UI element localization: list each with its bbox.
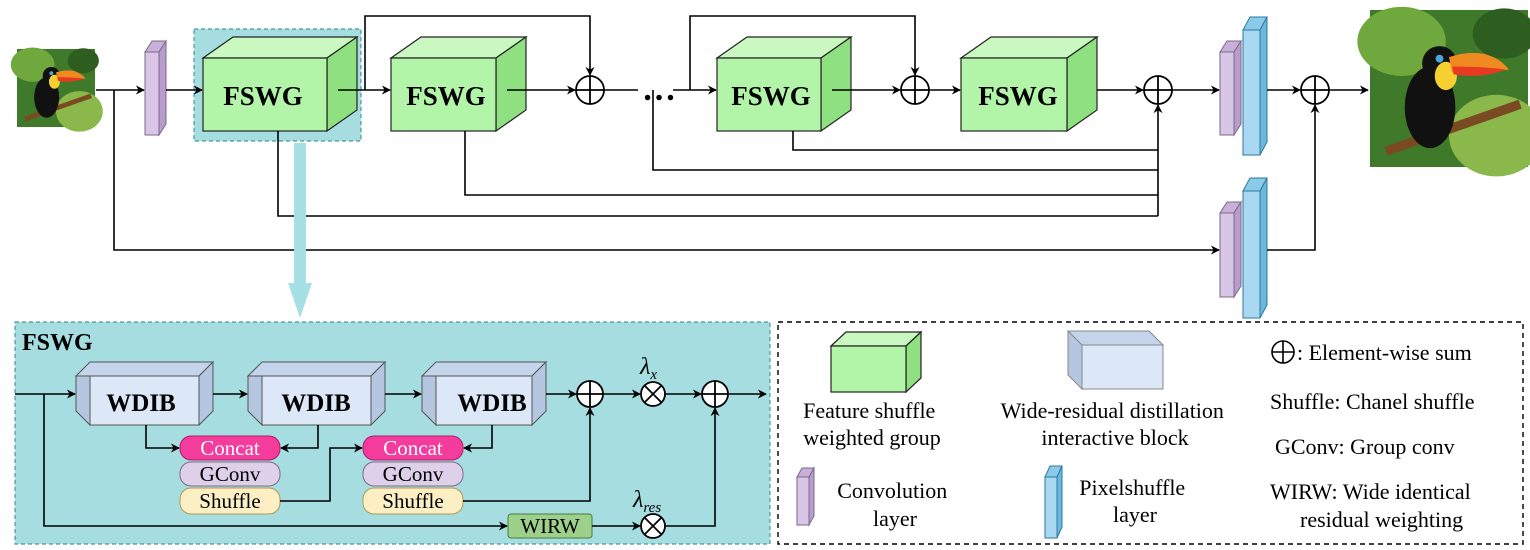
detail-sum-node-1 bbox=[576, 380, 604, 408]
fswg-block-2-label: FSWG bbox=[406, 81, 486, 111]
zoom-arrow bbox=[288, 143, 312, 318]
fswg-block-4: FSWG bbox=[959, 35, 1099, 133]
ellipsis: … bbox=[642, 71, 676, 108]
detail-connections bbox=[15, 389, 767, 531]
fswg-block-1-label: FSWG bbox=[223, 81, 303, 111]
legend-pixelshuffle-text: Pixelshuffle layer bbox=[1079, 475, 1190, 527]
wdib-block-1: WDIB bbox=[74, 360, 215, 427]
legend-fswg-swatch bbox=[829, 330, 923, 394]
legend-wirw-text: WIRW: Wide identical residual weighting bbox=[1270, 479, 1476, 532]
concat-1-label: Concat bbox=[200, 436, 260, 460]
concat-2-label: Concat bbox=[383, 436, 443, 460]
wdib-block-2: WDIB bbox=[246, 360, 387, 427]
toucan-output-icon bbox=[1357, 7, 1530, 177]
pixelshuffle-layer-lower bbox=[1242, 177, 1268, 319]
lambda-x-label: λx bbox=[639, 354, 657, 383]
wdib-block-3-label: WDIB bbox=[457, 390, 526, 417]
wdib-block-1-label: WDIB bbox=[106, 390, 175, 417]
concat-stack-2: Concat GConv Shuffle bbox=[362, 435, 464, 515]
sum-node-output bbox=[1300, 75, 1330, 105]
legend-sum-text: : Element-wise sum bbox=[1297, 340, 1472, 365]
fswg-block-3: FSWG bbox=[715, 35, 853, 133]
conv-layer-1 bbox=[144, 39, 167, 137]
sum-node-2 bbox=[900, 75, 930, 105]
conv-layer-upper bbox=[1219, 39, 1242, 137]
gconv-2-label: GConv bbox=[383, 462, 444, 486]
legend-conv-swatch bbox=[796, 466, 815, 527]
toucan-input-icon bbox=[11, 47, 103, 131]
legend-fswg-text: Feature shuffle weighted group bbox=[803, 398, 941, 450]
legend-wdib-swatch bbox=[1066, 330, 1165, 391]
concat-stack-1: Concat GConv Shuffle bbox=[179, 435, 281, 515]
pixelshuffle-layer-upper bbox=[1242, 16, 1268, 156]
detail-multiply-node-res bbox=[640, 513, 666, 539]
wdib-block-2-label: WDIB bbox=[281, 390, 350, 417]
detail-multiply-node-x bbox=[640, 381, 666, 407]
fswg-block-2: FSWG bbox=[389, 35, 528, 133]
main-connections bbox=[96, 15, 1369, 255]
detail-panel-title: FSWG bbox=[22, 330, 93, 356]
shuffle-2-label: Shuffle bbox=[382, 489, 443, 513]
fswg-block-4-label: FSWG bbox=[978, 81, 1058, 111]
gconv-1-label: GConv bbox=[200, 462, 261, 486]
lambda-res-label: λres bbox=[632, 487, 661, 516]
legend-gconv-text: GConv: Group conv bbox=[1275, 434, 1455, 459]
detail-sum-node-2 bbox=[701, 380, 729, 408]
legend-wdib-text: Wide-residual distillation interactive b… bbox=[1001, 398, 1230, 450]
wirw-block: WIRW bbox=[507, 513, 593, 539]
conv-layer-lower bbox=[1219, 200, 1242, 299]
sum-node-1 bbox=[575, 75, 605, 105]
fswg-block-1: FSWG bbox=[201, 35, 359, 133]
wdib-block-3: WDIB bbox=[420, 360, 548, 427]
shuffle-1-label: Shuffle bbox=[199, 489, 260, 513]
wirw-label: WIRW bbox=[520, 514, 580, 538]
legend-pixelshuffle-swatch bbox=[1044, 465, 1063, 539]
legend-conv-text: Convolution layer bbox=[837, 478, 953, 531]
fswg-block-3-label: FSWG bbox=[731, 81, 811, 111]
legend-sum-icon bbox=[1271, 340, 1295, 364]
legend-shuffle-text: Shuffle: Chanel shuffle bbox=[1270, 389, 1475, 414]
sum-node-3 bbox=[1143, 75, 1173, 105]
